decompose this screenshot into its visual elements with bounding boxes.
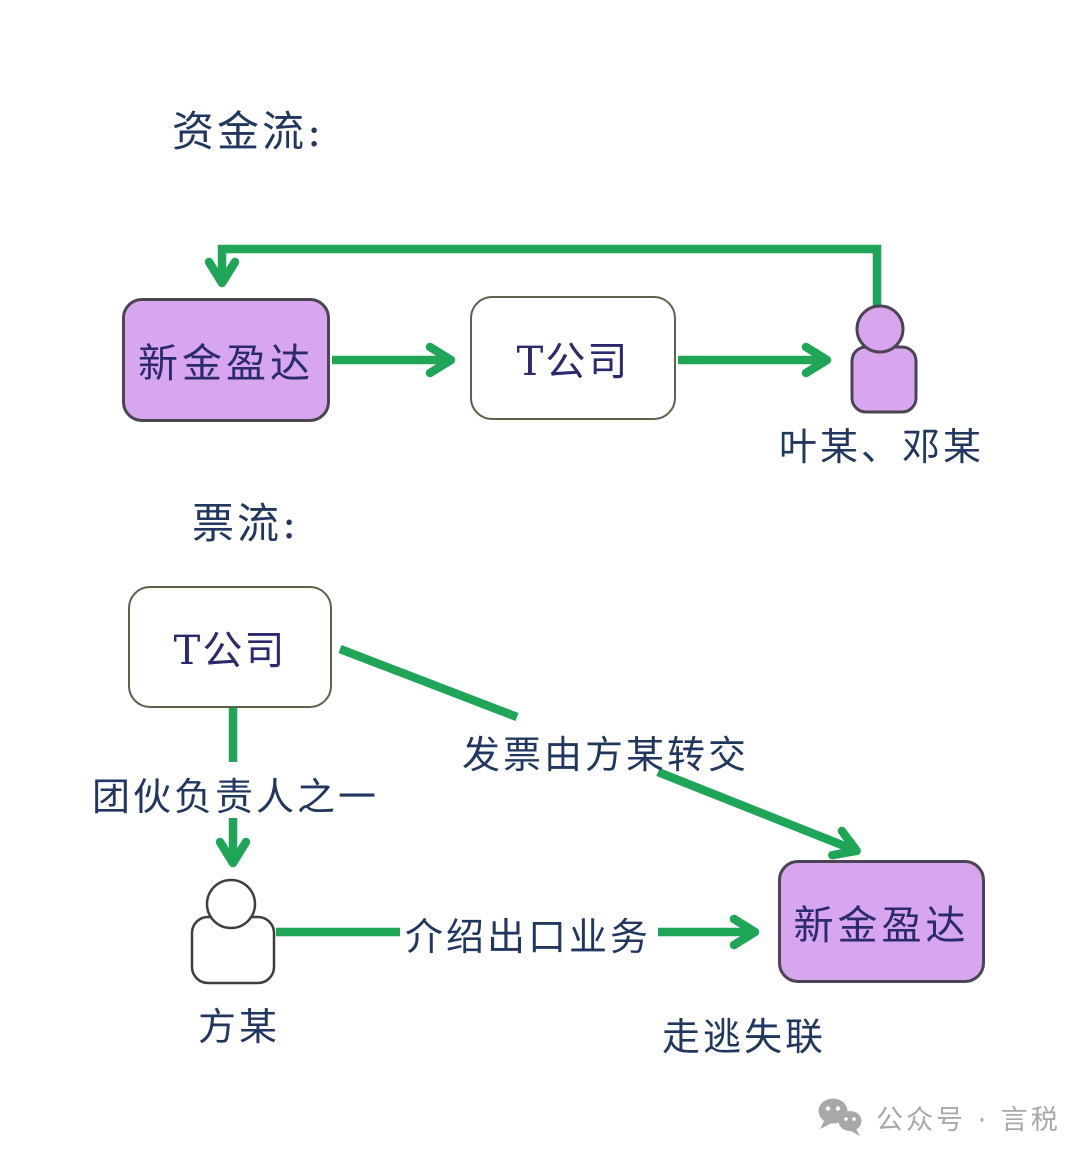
fund-flow-title: 资金流:	[172, 107, 325, 156]
person-icon	[190, 878, 276, 985]
footer-watermark: 公众号 · 言税	[816, 1096, 1061, 1138]
wechat-logo-icon	[818, 1098, 862, 1136]
arrow-persons-to-company-a	[204, 244, 882, 318]
invoice-flow-title: 票流:	[192, 499, 300, 548]
person-icon	[850, 304, 918, 414]
node-company-a-fundflow: 新金盈达	[122, 298, 330, 422]
label-absconded: 走逃失联	[662, 1015, 827, 1059]
label-invoice-transfer: 发票由方某转交	[462, 733, 750, 777]
footer-account-text: 公众号 · 言税	[876, 1104, 1061, 1136]
label-persons: 叶某、邓某	[779, 425, 985, 469]
label-gang-leader: 团伙负责人之一	[92, 775, 380, 819]
arrow-invoice-transfer-lower	[656, 768, 861, 860]
node-company-a-invoiceflow: 新金盈达	[778, 860, 985, 983]
label-fang: 方某	[198, 1005, 281, 1049]
arrow-invoice-transfer-upper	[338, 645, 519, 721]
label-introduce-export: 介绍出口业务	[405, 915, 652, 959]
node-company-t-invoiceflow: T公司	[128, 586, 332, 708]
node-company-t-fundflow: T公司	[470, 296, 676, 420]
